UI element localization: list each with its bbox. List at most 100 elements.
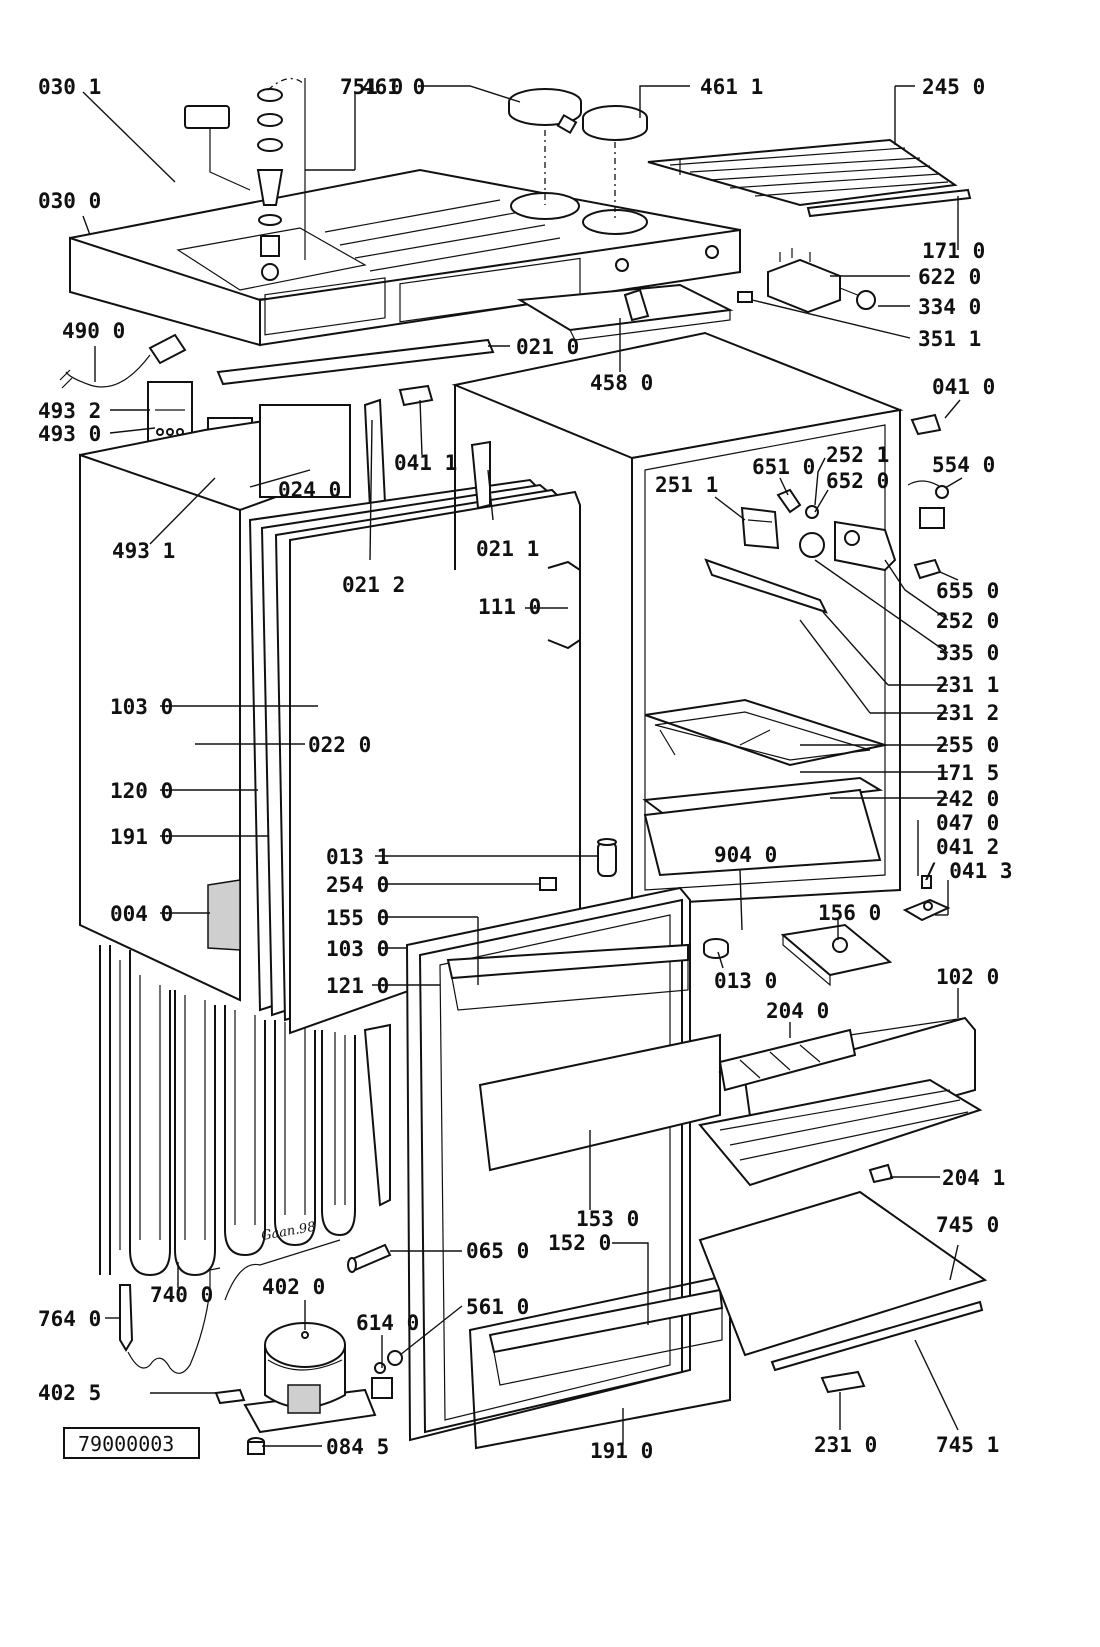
- label-652-0: 652 0: [826, 469, 889, 493]
- label-204-1: 204 1: [942, 1166, 1005, 1190]
- thermostat-622-0: [737, 248, 876, 314]
- label-021-2: 021 2: [342, 573, 405, 597]
- label-335-0: 335 0: [936, 641, 999, 665]
- door-gaskets: [248, 478, 581, 1035]
- label-402-0: 402 0: [262, 1275, 325, 1299]
- label-030-1: 030 1: [38, 75, 101, 99]
- light-assembly-251: [740, 413, 949, 580]
- foot-084-5: [247, 1437, 265, 1455]
- label-745-0: 745 0: [936, 1213, 999, 1237]
- label-231-2: 231 2: [936, 701, 999, 725]
- wire-shelf-245-0: [647, 138, 972, 218]
- label-490-0: 490 0: [62, 319, 125, 343]
- label-204-0: 204 0: [766, 999, 829, 1023]
- label-155-0: 155 0: [326, 906, 389, 930]
- label-622-0: 622 0: [918, 265, 981, 289]
- hotplate-461-0: [508, 88, 582, 205]
- label-022-0: 022 0: [308, 733, 371, 757]
- freezer-grid-shelf: [698, 1078, 983, 1187]
- drier-764-0: [119, 1267, 221, 1374]
- label-493-1: 493 1: [112, 539, 175, 563]
- label-242-0: 242 0: [936, 787, 999, 811]
- drain-assembly-751-0: [184, 78, 306, 260]
- label-614-0: 614 0: [356, 1311, 419, 1335]
- label-103-0b: 103 0: [326, 937, 389, 961]
- clip-402-5: [214, 1388, 246, 1405]
- label-065-0: 065 0: [466, 1239, 529, 1263]
- main-cabinet: [451, 331, 904, 907]
- label-021-1: 021 1: [476, 537, 539, 561]
- label-171-5: 171 5: [936, 761, 999, 785]
- door-hinges: [398, 384, 491, 510]
- label-458-0: 458 0: [590, 371, 653, 395]
- ice-tray-156-0: [780, 923, 893, 987]
- grommet-013-0: [703, 938, 729, 959]
- label-561-0: 561 0: [466, 1295, 529, 1319]
- freezer-door: [405, 886, 731, 1450]
- magnet-013-1: [597, 838, 617, 877]
- label-171-0: 171 0: [922, 239, 985, 263]
- base-plate-745-0: [698, 1190, 988, 1357]
- label-651-0: 651 0: [752, 455, 815, 479]
- compressor-402-0: [224, 1239, 377, 1434]
- label-102-0: 102 0: [936, 965, 999, 989]
- label-191-0b: 191 0: [590, 1439, 653, 1463]
- label-030-0: 030 0: [38, 189, 101, 213]
- label-554-0: 554 0: [932, 453, 995, 477]
- strip-745-1: [770, 1300, 984, 1372]
- worktop-030-0: [69, 168, 741, 347]
- label-156-0: 156 0: [818, 901, 881, 925]
- label-461-0: 461 0: [362, 75, 425, 99]
- label-655-0: 655 0: [936, 579, 999, 603]
- label-751-0: 751 0: [340, 75, 403, 99]
- label-047-0: 047 0: [936, 811, 999, 835]
- label-103-0a: 103 0: [110, 695, 173, 719]
- label-013-1: 013 1: [326, 845, 389, 869]
- label-041-2: 041 2: [936, 835, 999, 859]
- part-labels: 030 1 751 0 461 0 461 1 245 0 030 0 171 …: [38, 75, 1013, 1463]
- label-745-1: 745 1: [936, 1433, 999, 1457]
- label-191-0a: 191 0: [110, 825, 173, 849]
- leader-lines: [82, 85, 963, 1447]
- label-904-0: 904 0: [714, 843, 777, 867]
- label-084-5: 084 5: [326, 1435, 389, 1459]
- label-252-0: 252 0: [936, 609, 999, 633]
- label-121-0: 121 0: [326, 974, 389, 998]
- label-764-0: 764 0: [38, 1307, 101, 1331]
- label-111-0: 111 0: [478, 595, 541, 619]
- stop-254-0: [539, 877, 557, 891]
- label-013-0: 013 0: [714, 969, 777, 993]
- condenser-740-0: Gaan.98: [99, 945, 391, 1277]
- label-251-1: 251 1: [655, 473, 718, 497]
- label-334-0: 334 0: [918, 295, 981, 319]
- door-handle-111-0: [547, 560, 581, 650]
- label-461-1: 461 1: [700, 75, 763, 99]
- label-493-0: 493 0: [38, 422, 101, 446]
- plate-231-0: [820, 1370, 866, 1394]
- label-021-0: 021 0: [516, 335, 579, 359]
- evaporator-458-0: [516, 283, 734, 341]
- label-041-3: / 041 3: [924, 859, 1013, 883]
- label-152-0: 152 0: [548, 1231, 611, 1255]
- clip-204-1: [868, 1163, 894, 1184]
- label-252-1: 252 1: [826, 443, 889, 467]
- label-231-1: 231 1: [936, 673, 999, 697]
- label-255-0: 255 0: [936, 733, 999, 757]
- ice-tray-204-0: [718, 1028, 857, 1092]
- label-254-0: 254 0: [326, 873, 389, 897]
- label-041-0: 041 0: [932, 375, 995, 399]
- label-153-0: 153 0: [576, 1207, 639, 1231]
- hotplate-461-1: [582, 105, 648, 220]
- label-493-2: 493 2: [38, 399, 101, 423]
- label-120-0: 120 0: [110, 779, 173, 803]
- label-041-1: 041 1: [394, 451, 457, 475]
- rail-021-0: [216, 338, 495, 386]
- reference-number: 79000003: [78, 1432, 174, 1456]
- label-351-1: 351 1: [918, 327, 981, 351]
- relay-614-0: [371, 1350, 403, 1399]
- label-245-0: 245 0: [922, 75, 985, 99]
- label-740-0: 740 0: [150, 1283, 213, 1307]
- power-cord-490-0: [59, 333, 187, 389]
- reference-number-box: 79000003: [63, 1427, 200, 1459]
